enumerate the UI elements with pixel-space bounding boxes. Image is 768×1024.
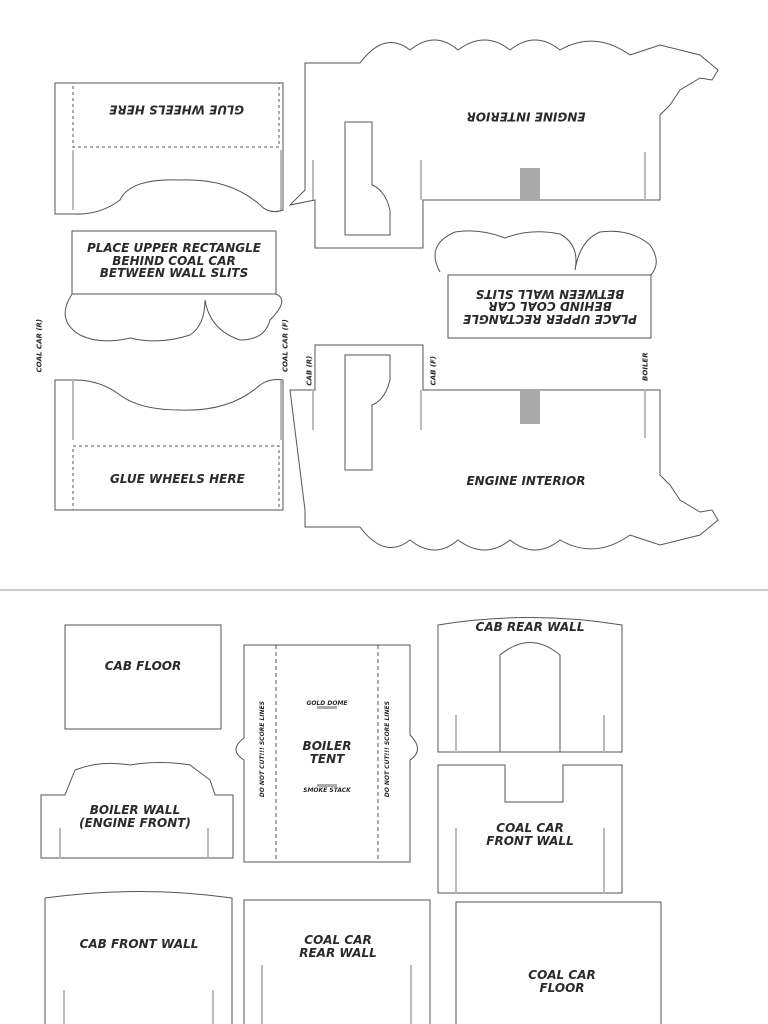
top-engine-interior-label: ENGINE INTERIOR (466, 109, 586, 124)
top-engine-outline (288, 39, 719, 249)
cab-front-wall-piece (44, 891, 233, 1024)
label-line: TENT (309, 751, 345, 766)
top-coal-glue-area (72, 82, 280, 148)
gold-dome-label: GOLD DOME (306, 700, 348, 707)
boiler-wall-piece (40, 762, 234, 859)
boiler-tent-label: BOILER TENT (282, 740, 372, 765)
stack-slot (317, 784, 337, 787)
cab-floor-label: CAB FLOOR (104, 659, 182, 673)
place-line-2: BEHIND COAL CAR (488, 299, 612, 314)
top-cab-window (344, 121, 391, 236)
score-note-left: DO NOT CUT!!! SCORE LINES (258, 701, 266, 798)
cab-rear-wall-piece (437, 617, 623, 753)
right-wheels (434, 230, 657, 276)
top-coal-car-outline (54, 82, 284, 215)
cab-r-label: CAB (R) (305, 355, 314, 386)
label-line: COAL CAR (496, 821, 564, 835)
cab-f-label: CAB (F) (429, 355, 438, 386)
coal-car-front-wall-piece (437, 764, 623, 894)
boiler-label: BOILER (641, 352, 650, 381)
coal-car-rear-wall-piece (243, 899, 431, 1024)
place-line-3: BETWEEN WALL SLITS (475, 286, 625, 301)
place-rectangle-left: PLACE UPPER RECTANGLE BEHIND COAL CAR BE… (74, 242, 274, 280)
coal-car-r-label: COAL CAR (R) (35, 318, 44, 373)
coal-car-floor-label: COAL CAR FLOOR (502, 969, 622, 994)
label-line: REAR WALL (299, 945, 377, 960)
boiler-tent-piece (235, 644, 418, 863)
bottom-glue-wheels-label: GLUE WHEELS HERE (110, 472, 245, 486)
boiler-wall-label: BOILER WALL (ENGINE FRONT) (60, 804, 210, 829)
bottom-coal-car-outline (54, 379, 284, 511)
right-upper-rectangle (447, 274, 652, 339)
place-line-3: BETWEEN WALL SLITS (99, 266, 249, 281)
dome-slot (317, 706, 337, 709)
cab-floor-piece (64, 624, 222, 730)
score-note-right: DO NOT CUT!!! SCORE LINES (383, 701, 391, 798)
top-engine-slot (520, 168, 540, 200)
coal-car-f-label: COAL CAR (F) (281, 319, 290, 373)
bottom-engine-slot (520, 390, 540, 424)
label-line: (ENGINE FRONT) (79, 815, 191, 830)
label-line: FRONT WALL (486, 833, 574, 848)
label-line: FLOOR (539, 980, 585, 995)
place-line-1: PLACE UPPER RECTANGLE (463, 311, 638, 326)
place-rectangle-right: PLACE UPPER RECTANGLE BEHIND COAL CAR BE… (450, 286, 650, 326)
label-line: BOILER WALL (89, 803, 181, 817)
bottom-cab-window (344, 354, 391, 471)
place-line-2: BEHIND COAL CAR (112, 253, 236, 268)
bottom-engine-outline (289, 344, 719, 551)
cab-rear-doorway (499, 642, 561, 752)
label-line: COAL CAR (528, 968, 596, 982)
left-wheels (64, 293, 283, 342)
label-line: COAL CAR (304, 933, 372, 947)
place-line-1: PLACE UPPER RECTANGLE (86, 241, 261, 255)
cab-rear-wall-label: CAB REAR WALL (475, 620, 585, 634)
label-line: BOILER (302, 739, 352, 753)
coal-car-rear-wall-label: COAL CAR REAR WALL (278, 934, 398, 959)
bottom-engine-interior-label: ENGINE INTERIOR (466, 474, 586, 488)
coal-car-front-wall-label: COAL CAR FRONT WALL (470, 822, 590, 847)
bottom-coal-glue-area (72, 445, 280, 511)
smoke-stack-label: SMOKE STACK (303, 787, 351, 794)
top-glue-wheels-label: GLUE WHEELS HERE (109, 102, 244, 117)
coal-car-floor-piece (455, 901, 662, 1024)
cab-front-wall-label: CAB FRONT WALL (79, 937, 199, 951)
